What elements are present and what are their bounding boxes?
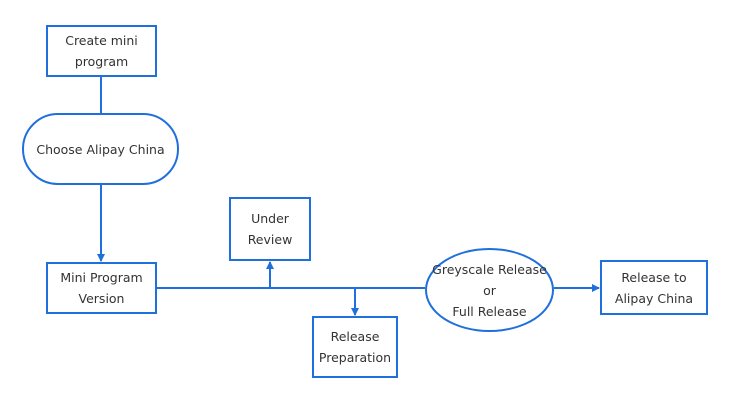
node-label-line: Under [251,211,289,226]
release-to-alipay-china-node: Release to Alipay China [600,260,708,315]
mini-program-version-node: Mini Program Version [46,262,157,314]
node-label-line: or [483,282,496,298]
node-label-line: program [74,54,129,69]
node-label-line: Release [330,329,380,344]
node-label-line: Alipay China [614,290,694,306]
node-label-line: Create mini [65,33,138,48]
node-label-line: Version [78,291,125,306]
release-preparation-node: Release Preparation [312,316,398,378]
node-label-line: Choose Alipay China [36,141,165,157]
node-label-line: Preparation [318,350,392,365]
under-review-node: Under Review [229,197,311,261]
create-mini-program-node: Create mini program [46,25,157,77]
node-label-line: Release to [621,269,687,285]
node-label-line: Greyscale Release [432,261,547,277]
node-label-line: Full Release [452,303,527,319]
node-label-line: Review [247,232,293,247]
greyscale-or-full-release-node: Greyscale Release or Full Release [425,248,554,332]
choose-alipay-china-node: Choose Alipay China [22,113,179,185]
node-label-line: Mini Program [60,270,143,285]
